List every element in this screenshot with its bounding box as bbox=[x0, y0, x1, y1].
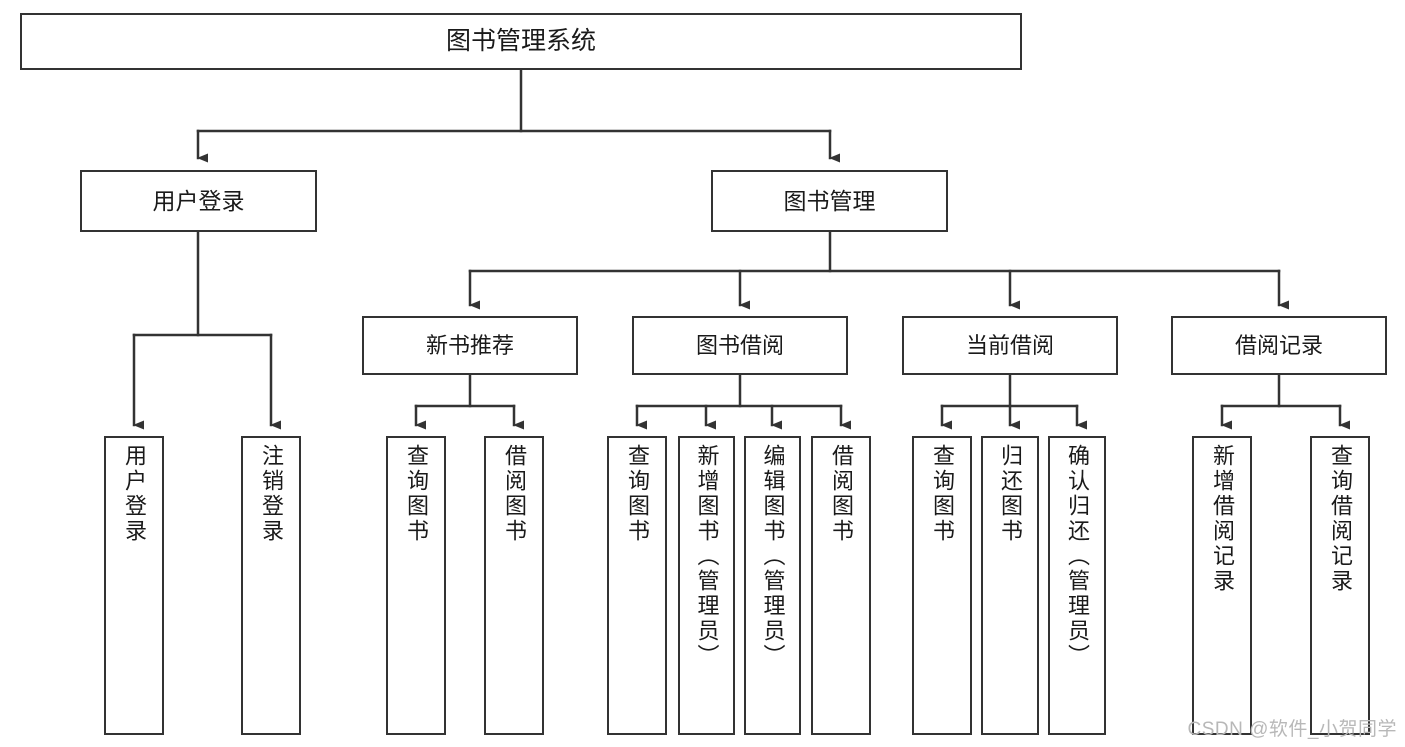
leaf-label: 查询图书 bbox=[404, 444, 429, 544]
leaf-label: 借阅图书 bbox=[502, 444, 527, 544]
node-book-borrow[interactable]: 图书借阅 bbox=[632, 316, 848, 375]
node-new-book-recommend[interactable]: 新书推荐 bbox=[362, 316, 578, 375]
node-borrow-record-label: 借阅记录 bbox=[1234, 332, 1323, 358]
leaf-label: 注销登录 bbox=[259, 444, 284, 544]
node-book-management[interactable]: 图书管理 bbox=[711, 170, 948, 232]
node-borrow-record[interactable]: 借阅记录 bbox=[1171, 316, 1387, 375]
leaf-label: 查询图书 bbox=[930, 444, 955, 544]
leaf-label: 编辑图书（管理员） bbox=[760, 444, 786, 669]
leaf-label: 查询借阅记录 bbox=[1328, 444, 1353, 594]
node-book-borrow-label: 图书借阅 bbox=[695, 332, 784, 358]
leaf-borrow-record-add[interactable]: 新增借阅记录 bbox=[1192, 436, 1252, 735]
leaf-book-borrow-borrow[interactable]: 借阅图书 bbox=[811, 436, 871, 735]
node-new-book-recommend-label: 新书推荐 bbox=[425, 332, 514, 358]
leaf-user-login-logout[interactable]: 注销登录 bbox=[241, 436, 301, 735]
leaf-label: 新增图书（管理员） bbox=[694, 444, 720, 669]
node-book-management-label: 图书管理 bbox=[783, 187, 876, 214]
leaf-new-book-query[interactable]: 查询图书 bbox=[386, 436, 446, 735]
leaf-current-borrow-return[interactable]: 归还图书 bbox=[981, 436, 1039, 735]
node-root-label: 图书管理系统 bbox=[445, 26, 596, 55]
leaf-new-book-borrow[interactable]: 借阅图书 bbox=[484, 436, 544, 735]
node-root[interactable]: 图书管理系统 bbox=[20, 13, 1022, 70]
leaf-label: 新增借阅记录 bbox=[1210, 444, 1235, 594]
leaf-book-borrow-edit[interactable]: 编辑图书（管理员） bbox=[744, 436, 801, 735]
leaf-book-borrow-add[interactable]: 新增图书（管理员） bbox=[678, 436, 735, 735]
leaf-current-borrow-query[interactable]: 查询图书 bbox=[912, 436, 972, 735]
leaf-current-borrow-confirm-return[interactable]: 确认归还（管理员） bbox=[1048, 436, 1106, 735]
leaf-label: 归还图书 bbox=[998, 444, 1023, 544]
leaf-label: 借阅图书 bbox=[829, 444, 854, 544]
leaf-book-borrow-query[interactable]: 查询图书 bbox=[607, 436, 667, 735]
node-user-login[interactable]: 用户登录 bbox=[80, 170, 317, 232]
node-user-login-label: 用户登录 bbox=[152, 187, 245, 214]
leaf-borrow-record-query[interactable]: 查询借阅记录 bbox=[1310, 436, 1370, 735]
leaf-label: 确认归还（管理员） bbox=[1065, 444, 1090, 669]
node-current-borrow[interactable]: 当前借阅 bbox=[902, 316, 1118, 375]
leaf-label: 用户登录 bbox=[122, 444, 147, 544]
leaf-label: 查询图书 bbox=[625, 444, 650, 544]
node-current-borrow-label: 当前借阅 bbox=[965, 332, 1054, 358]
leaf-user-login-login[interactable]: 用户登录 bbox=[104, 436, 164, 735]
